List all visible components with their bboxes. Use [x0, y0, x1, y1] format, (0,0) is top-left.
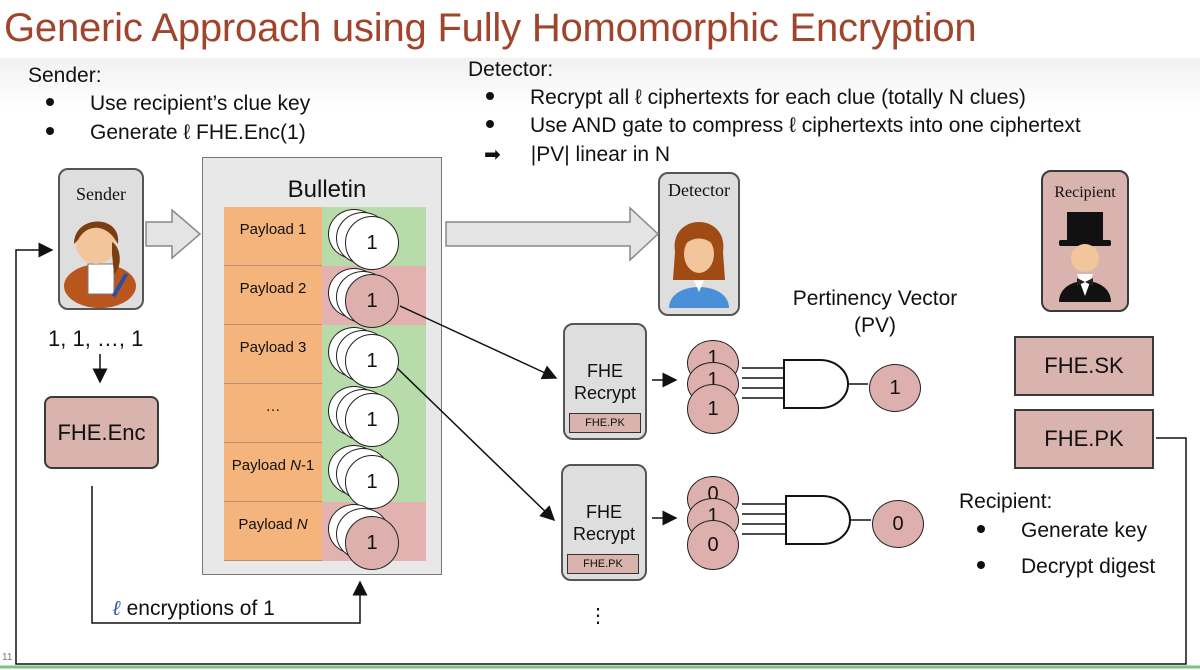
- detector-note-1: Recrypt all ℓ ciphertexts for each clue …: [486, 86, 1026, 110]
- sender-note-1: Use recipient’s clue key: [46, 92, 310, 116]
- fhe-sk-box: FHE.SK: [1014, 336, 1154, 396]
- and-gate-icon: [742, 495, 871, 545]
- cipher-circle: 1: [345, 216, 399, 270]
- pv-entry: 0: [872, 500, 924, 548]
- payload-cell: Payload N-1: [224, 443, 322, 502]
- recipient-note-2: Decrypt digest: [977, 555, 1155, 579]
- slide-title: Generic Approach using Fully Homomorphic…: [4, 6, 977, 50]
- sender-notes-heading: Sender:: [28, 64, 102, 87]
- payload-cell: Payload N: [224, 502, 322, 561]
- fhe-pk-box: FHE.PK: [1014, 409, 1154, 469]
- fhe-pk-badge: FHE.PK: [569, 413, 641, 433]
- recipient-notes-heading: Recipient:: [959, 490, 1053, 513]
- slide-number: 11: [2, 652, 13, 663]
- cipher-circle: 1: [345, 393, 399, 447]
- cipher-circle: 1: [345, 274, 399, 328]
- bulletin-title: Bulletin: [287, 176, 367, 203]
- bullet-dot-icon: [977, 525, 985, 534]
- bullet-dot-icon: [977, 561, 985, 570]
- bullet-dot-icon: [46, 127, 54, 136]
- recipient-label: Recipient: [1054, 184, 1116, 201]
- encryptions-label: ℓ encryptions of 1: [112, 596, 275, 620]
- detector-label: Detector: [668, 180, 730, 200]
- cipher-circle: 1: [345, 516, 399, 570]
- payload-cell: …: [224, 384, 322, 443]
- bulletin-to-detector-arrow: [445, 206, 660, 262]
- cipher-circle: 1: [345, 455, 399, 509]
- bullet-dot-icon: [486, 120, 494, 129]
- ones-sequence: 1, 1, …, 1: [48, 326, 144, 351]
- fhe-enc-box: FHE.Enc: [44, 396, 159, 469]
- arrow-bullet-icon: ➡: [484, 144, 501, 166]
- recrypted-cipher: 0: [687, 520, 739, 570]
- pv-entry: 1: [869, 364, 921, 412]
- detector-notes-heading: Detector:: [468, 58, 554, 81]
- bullet-dot-icon: [46, 98, 54, 107]
- payload-cell: Payload 1: [224, 207, 322, 266]
- detector-note-3: ➡|PV| linear in N: [484, 143, 671, 166]
- pertinency-vector-label: Pertinency Vector(PV): [792, 287, 958, 337]
- sender-note-2: Generate ℓ FHE.Enc(1): [46, 121, 306, 145]
- title-band: [0, 58, 1200, 108]
- sender-to-bulletin-arrow: [145, 208, 202, 260]
- sender-label: Sender: [76, 184, 126, 204]
- recipient-note-1: Generate key: [977, 519, 1147, 543]
- more-rows-ellipsis: ⋮: [588, 605, 608, 627]
- payload-cell: Payload 3: [224, 325, 322, 384]
- detector-note-2: Use AND gate to compress ℓ ciphertexts i…: [486, 114, 1081, 138]
- fhe-pk-badge: FHE.PK: [567, 554, 639, 574]
- recrypted-cipher: 1: [687, 384, 739, 434]
- payload-cell: Payload 2: [224, 266, 322, 325]
- cipher-circle: 1: [345, 334, 399, 388]
- and-gate-icon: [742, 359, 868, 409]
- bullet-dot-icon: [486, 92, 494, 101]
